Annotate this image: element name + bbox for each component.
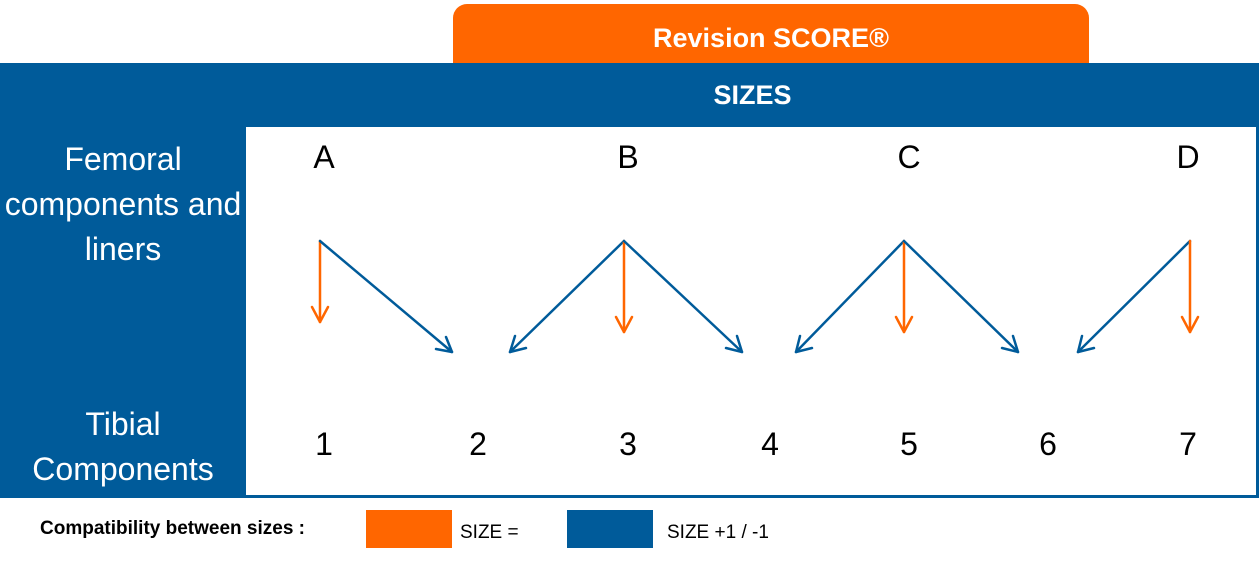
femoral-size-c: C bbox=[897, 139, 921, 175]
femoral-size-a: A bbox=[313, 139, 335, 175]
tibial-row-label: Tibial Components bbox=[32, 406, 214, 487]
legend-title: Compatibility between sizes : bbox=[40, 518, 305, 539]
legend-label-plusminus: SIZE +1 / -1 bbox=[667, 522, 769, 543]
product-title: Revision SCORE® bbox=[653, 23, 889, 53]
tibial-size-7: 7 bbox=[1179, 426, 1197, 462]
tibial-size-3: 3 bbox=[619, 426, 637, 462]
tibial-size-4: 4 bbox=[761, 426, 779, 462]
tibial-size-2: 2 bbox=[469, 426, 487, 462]
tibial-size-5: 5 bbox=[900, 426, 918, 462]
legend-swatch-equal bbox=[366, 510, 452, 548]
sizes-table-area bbox=[246, 127, 1256, 495]
femoral-row-label: Femoral components and liners bbox=[4, 141, 242, 267]
femoral-size-b: B bbox=[617, 139, 639, 175]
legend-swatch-plusminus bbox=[567, 510, 653, 548]
revision-score-tab: Revision SCORE® bbox=[453, 4, 1089, 66]
tibial-size-1: 1 bbox=[315, 426, 333, 462]
legend-label-equal: SIZE = bbox=[460, 522, 519, 543]
tibial-size-6: 6 bbox=[1039, 426, 1057, 462]
femoral-size-d: D bbox=[1176, 139, 1200, 175]
sizes-heading: SIZES bbox=[713, 80, 792, 110]
